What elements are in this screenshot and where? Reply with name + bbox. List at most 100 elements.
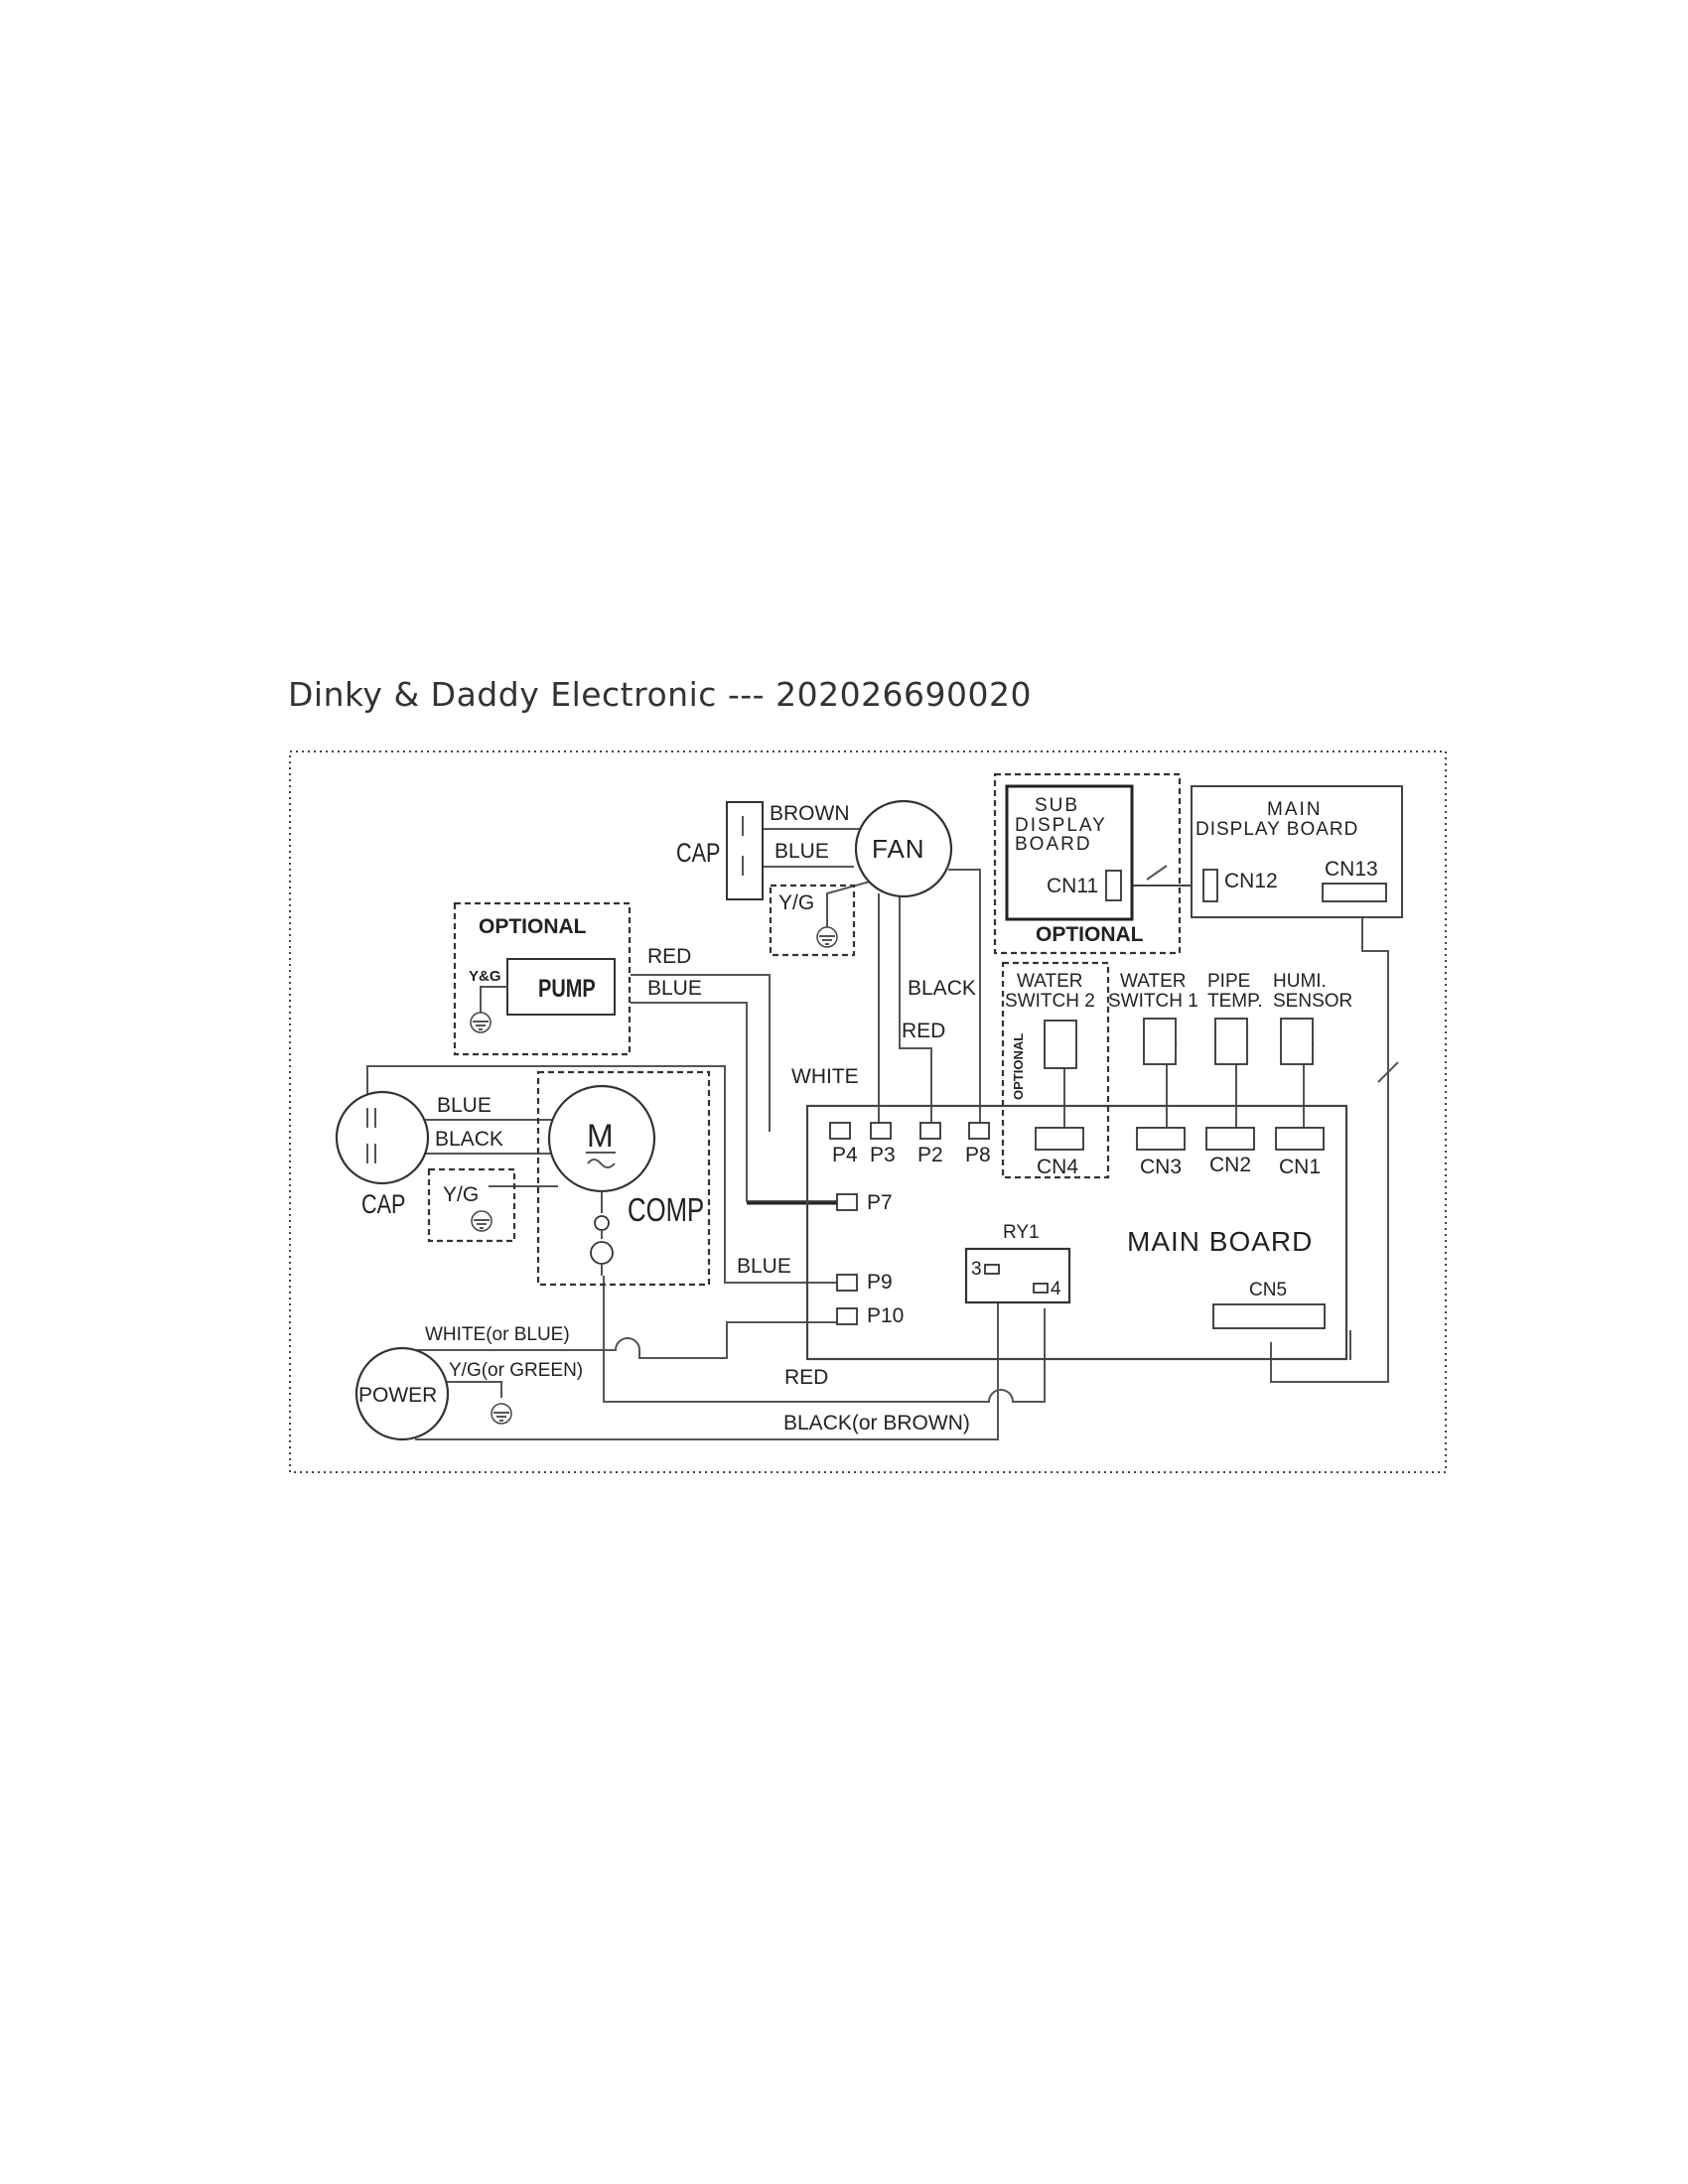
wire-fan-red — [899, 896, 932, 1132]
label-p10: P10 — [867, 1304, 904, 1327]
label-p7: P7 — [867, 1191, 893, 1214]
terminal-p9 — [836, 1274, 858, 1292]
label-p4: P4 — [832, 1144, 858, 1166]
wire-label-power-red: RED — [784, 1366, 828, 1389]
ground-icon — [470, 1012, 492, 1033]
wire-label-white: WHITE — [791, 1065, 859, 1088]
label-p3: P3 — [870, 1144, 896, 1166]
pump-optional-label: OPTIONAL — [479, 915, 587, 938]
main-board-label: MAIN BOARD — [1127, 1226, 1313, 1257]
overload-icon — [590, 1215, 614, 1276]
fan-ground-box — [769, 884, 856, 957]
wire-label-fan-red: RED — [902, 1020, 945, 1042]
wire-label-comp-blue: BLUE — [437, 1094, 492, 1117]
wire-fan-black — [948, 869, 981, 1132]
slash — [1377, 1061, 1399, 1083]
wire-label-pump-blue: BLUE — [647, 977, 702, 1000]
terminal-p8 — [968, 1122, 990, 1140]
water-switch-2-optional-box — [1001, 961, 1110, 1179]
terminal-p10 — [836, 1307, 858, 1325]
humi-sensor-line2: SENSOR — [1273, 991, 1352, 1012]
fan-capacitor — [726, 801, 764, 900]
wire-power-white — [415, 1321, 842, 1359]
wire-label-power-black: BLACK(or BROWN) — [783, 1412, 970, 1434]
connector-cn3 — [1136, 1127, 1186, 1151]
comp-cap-label: CAP — [361, 1190, 405, 1220]
fan-ground-label: Y/G — [778, 891, 814, 914]
ground-icon — [491, 1403, 512, 1425]
wire-label-comp-black: BLACK — [435, 1128, 503, 1151]
wire-power-red — [603, 1276, 1046, 1403]
connector-cn1 — [1275, 1127, 1325, 1151]
connector-cn2 — [1205, 1127, 1255, 1151]
label-ry1-pin3: 3 — [971, 1259, 982, 1280]
comp-dashed-box — [536, 1070, 711, 1287]
pipe-temp-sensor — [1214, 1018, 1248, 1065]
wire-label-p9-blue: BLUE — [737, 1255, 791, 1278]
fan-label: FAN — [872, 834, 925, 864]
terminal-p2 — [919, 1122, 941, 1140]
label-cn1: CN1 — [1279, 1156, 1321, 1178]
humi-sensor-line1: HUMI. — [1273, 971, 1327, 992]
main-display-line2: DISPLAY BOARD — [1196, 819, 1358, 840]
label-cn2: CN2 — [1209, 1154, 1251, 1176]
wire-cap-top — [366, 1065, 842, 1284]
sub-display-line2: DISPLAY — [1015, 815, 1107, 836]
ground-icon — [471, 1210, 492, 1232]
sub-display-optional-label: OPTIONAL — [1036, 923, 1144, 946]
wire-pump-red — [631, 974, 771, 1132]
label-cn13: CN13 — [1325, 858, 1378, 881]
page-title: Dinky & Daddy Electronic --- 20202669002… — [288, 675, 1033, 714]
ground-icon — [816, 926, 838, 948]
water-switch-1 — [1143, 1018, 1177, 1065]
power-plug — [354, 1346, 450, 1441]
label-cn12: CN12 — [1224, 870, 1278, 892]
wire-fan-ground — [826, 881, 871, 928]
motor-symbol: M — [587, 1118, 614, 1154]
water-switch-1-line2: SWITCH 1 — [1108, 991, 1198, 1012]
pipe-temp-line1: PIPE — [1207, 971, 1250, 992]
connector-cn5 — [1212, 1303, 1326, 1329]
sub-display-line1: SUB — [1035, 795, 1079, 816]
water-switch-2 — [1044, 1020, 1077, 1069]
pump-label: PUMP — [538, 975, 596, 1003]
water-switch-2-line1: WATER — [1017, 971, 1083, 992]
wire-power-yg — [443, 1381, 502, 1398]
wire-pump-blue — [631, 1002, 844, 1202]
water-switch-2-optional-label: OPTIONAL — [1011, 1033, 1026, 1100]
wire-label-power-white: WHITE(or BLUE) — [425, 1324, 570, 1345]
pump — [506, 958, 616, 1016]
water-switch-1-line1: WATER — [1120, 971, 1187, 992]
wire-pump-ground — [480, 986, 507, 1015]
relay-pin3 — [984, 1264, 1000, 1275]
main-board — [805, 1104, 1348, 1361]
comp-cap-plates — [366, 1108, 376, 1163]
pump-ground-label: Y&G — [469, 968, 501, 985]
connector-cn11 — [1105, 870, 1122, 901]
motor-tilde — [587, 1159, 616, 1168]
wire-label-power-yg: Y/G(or GREEN) — [449, 1360, 583, 1381]
wire-cn13 — [1270, 901, 1389, 1383]
sub-display-line3: BOARD — [1015, 834, 1092, 855]
connector-cn13 — [1322, 883, 1387, 902]
fan-cap-label: CAP — [676, 839, 720, 869]
label-ry1: RY1 — [1003, 1222, 1040, 1243]
label-ry1-pin4: 4 — [1051, 1279, 1061, 1299]
pipe-temp-line2: TEMP. — [1207, 991, 1263, 1012]
diagram-frame — [289, 751, 1447, 1473]
label-cn4: CN4 — [1037, 1156, 1078, 1178]
comp-capacitor — [335, 1090, 430, 1185]
label-cn5: CN5 — [1249, 1280, 1287, 1300]
comp-ground-box — [427, 1167, 516, 1243]
comp-ground-label: Y/G — [443, 1183, 479, 1206]
wire-power-black — [415, 1298, 999, 1440]
terminal-p7 — [836, 1193, 858, 1211]
wire-label-fan-black: BLACK — [908, 977, 976, 1000]
sub-display-optional-box — [993, 772, 1182, 955]
wire-label-brown: BROWN — [770, 802, 850, 825]
pump-optional-box — [453, 901, 632, 1056]
relay-ry1 — [964, 1247, 1071, 1304]
label-cn3: CN3 — [1140, 1156, 1182, 1178]
label-cn11: CN11 — [1047, 875, 1098, 897]
